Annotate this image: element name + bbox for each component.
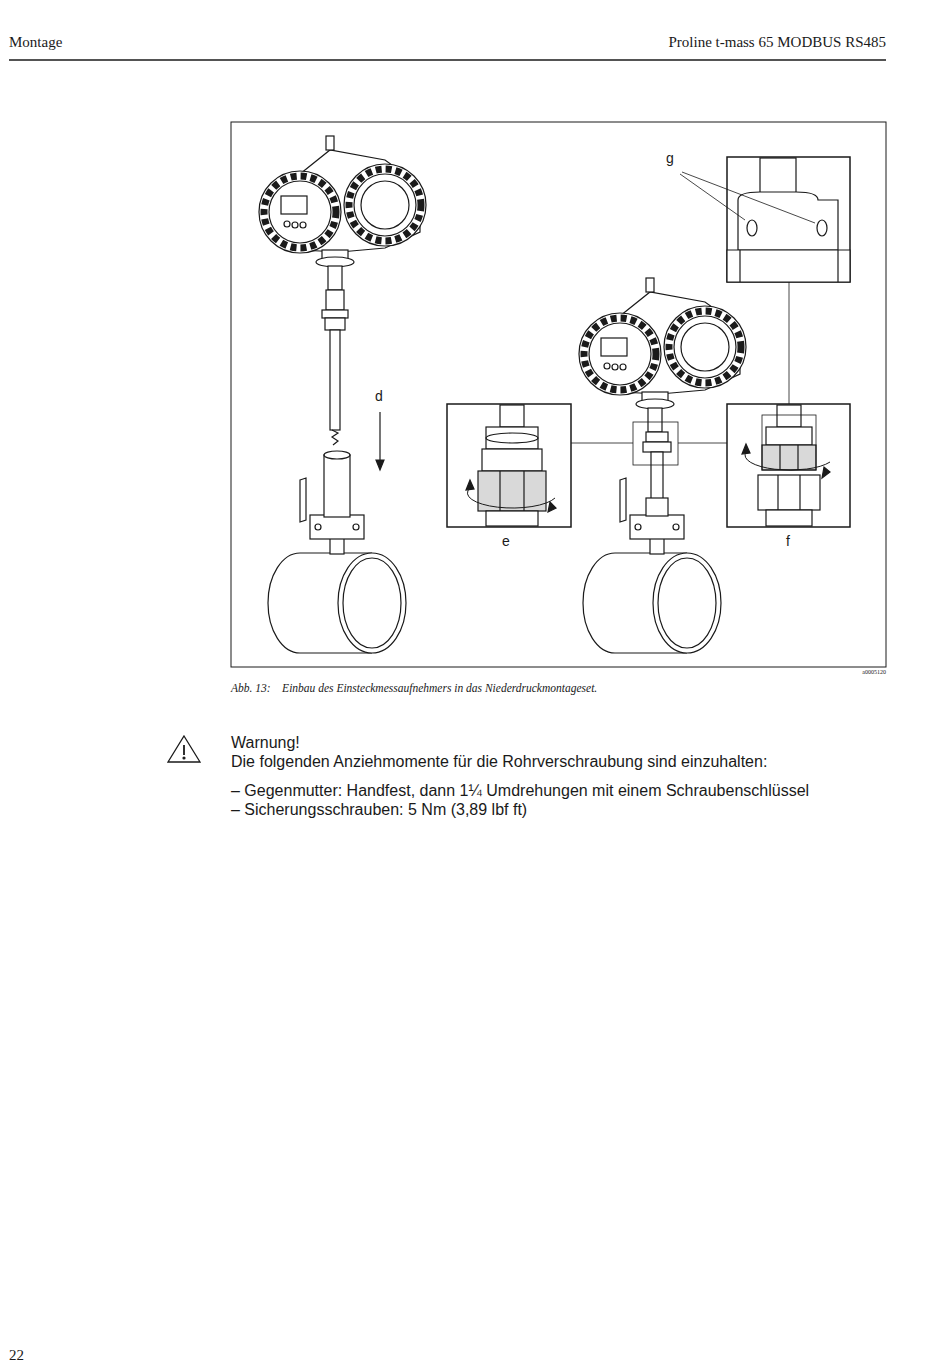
figure-caption: Abb. 13: Einbau des Einsteckmessaufnehme… <box>231 682 597 696</box>
warning-item: – Sicherungsschrauben: 5 Nm (3,89 lbf ft… <box>231 800 527 819</box>
warning-text: Die folgenden Anziehmomente für die Rohr… <box>231 752 767 771</box>
running-header: Montage <box>9 33 62 51</box>
warning-item: – Gegenmutter: Handfest, dann 1¼ Umdrehu… <box>231 781 809 800</box>
running-header: Proline t-mass 65 MODBUS RS485 <box>668 33 886 51</box>
warning-heading: Warnung! <box>231 733 300 752</box>
callout-letter: f <box>786 533 790 550</box>
callout-letter: d <box>375 388 383 405</box>
page-number: 22 <box>9 1346 24 1364</box>
image-id: a0005120 <box>862 669 886 676</box>
callout-letter: e <box>502 533 510 550</box>
callout-letter: g <box>666 150 674 167</box>
